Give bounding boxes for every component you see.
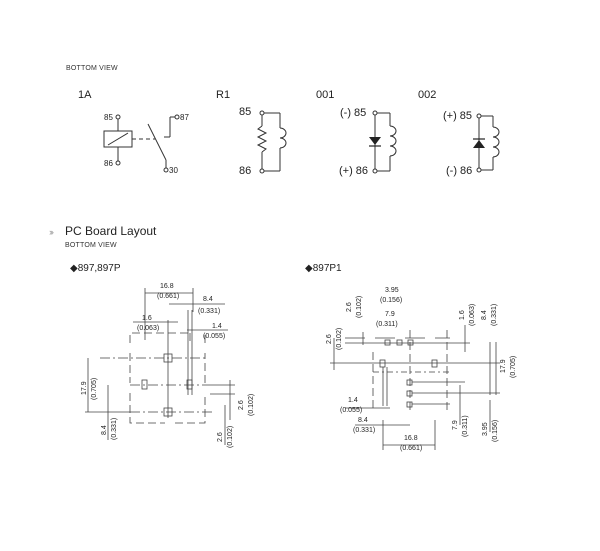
wiring-caption: BOTTOM VIEW xyxy=(66,65,118,72)
svg-text:2.6: 2.6 xyxy=(326,334,333,344)
svg-text:(0.331): (0.331) xyxy=(353,427,375,434)
svg-text:(0.331): (0.331) xyxy=(111,418,118,440)
svg-text:(0.661): (0.661) xyxy=(157,293,179,300)
svg-text:17.9: 17.9 xyxy=(500,359,507,373)
svg-text:7.9: 7.9 xyxy=(452,420,459,430)
svg-text:8.4: 8.4 xyxy=(203,296,213,303)
svg-text:3.95: 3.95 xyxy=(385,287,399,294)
pin-001-85: (-) 85 xyxy=(340,107,367,119)
svg-text:1.6: 1.6 xyxy=(142,315,152,322)
svg-text:(0.705): (0.705) xyxy=(91,378,98,400)
svg-text:1.4: 1.4 xyxy=(212,323,222,330)
pin-1a-30: 30 xyxy=(169,166,178,175)
diagram-label-001: 001 xyxy=(316,89,335,101)
001-schematic xyxy=(372,110,397,174)
svg-text:(0.063): (0.063) xyxy=(469,304,476,326)
pin-002-85: (+) 85 xyxy=(443,110,473,122)
pin-1a-87: 87 xyxy=(180,113,189,122)
right-layout-outline xyxy=(330,325,500,450)
svg-text:3.95: 3.95 xyxy=(482,422,489,436)
pin-1a-85: 85 xyxy=(104,113,113,122)
svg-text:(0.102): (0.102) xyxy=(227,426,234,448)
svg-text:8.4: 8.4 xyxy=(481,310,488,320)
diagram-label-1a: 1A xyxy=(78,89,92,101)
svg-text:8.4: 8.4 xyxy=(101,425,108,435)
svg-text:(0.331): (0.331) xyxy=(198,308,220,315)
svg-text:(0.102): (0.102) xyxy=(356,296,363,318)
diode-002-icon xyxy=(473,140,485,148)
svg-text:(0.102): (0.102) xyxy=(248,394,255,416)
svg-text:2.6: 2.6 xyxy=(238,400,245,410)
svg-text:(0.055): (0.055) xyxy=(203,333,225,340)
svg-text:7.9: 7.9 xyxy=(385,311,395,318)
svg-text:2.6: 2.6 xyxy=(217,432,224,442)
002-schematic xyxy=(476,113,500,173)
svg-text:(0.156): (0.156) xyxy=(492,420,499,442)
pin-001-86: (+) 86 xyxy=(339,165,369,177)
svg-text:16.8: 16.8 xyxy=(404,435,418,442)
svg-text:1.6: 1.6 xyxy=(459,310,466,320)
pcb-caption: BOTTOM VIEW xyxy=(65,242,117,249)
svg-text:(0.311): (0.311) xyxy=(376,321,398,328)
svg-text:(0.311): (0.311) xyxy=(462,415,469,437)
pin-002-86: (-) 86 xyxy=(446,165,473,177)
left-layout-outline xyxy=(85,288,235,445)
model-right: ◆897P1 xyxy=(305,263,342,274)
r1-schematic xyxy=(256,110,287,174)
svg-text:1.4: 1.4 xyxy=(348,397,358,404)
svg-text:(0.102): (0.102) xyxy=(336,328,343,350)
svg-text:8.4: 8.4 xyxy=(358,417,368,424)
svg-text:(0.661): (0.661) xyxy=(400,445,422,452)
model-left: ◆897,897P xyxy=(70,263,121,274)
pin-1a-86: 86 xyxy=(104,159,113,168)
svg-text:(0.063): (0.063) xyxy=(137,325,159,332)
svg-text:(0.705): (0.705) xyxy=(510,356,517,378)
pin-r1-85: 85 xyxy=(239,106,252,118)
pcb-title: PC Board Layout xyxy=(65,224,157,238)
svg-text:(0.331): (0.331) xyxy=(491,304,498,326)
diode-001-icon xyxy=(369,137,381,145)
svg-text:17.9: 17.9 xyxy=(81,381,88,395)
triple-chevron-icon: ››› xyxy=(49,227,54,237)
svg-text:(0.156): (0.156) xyxy=(380,297,402,304)
relay-1a-schematic xyxy=(103,114,180,173)
svg-text:16.8: 16.8 xyxy=(160,283,174,290)
pin-r1-86: 86 xyxy=(239,165,252,177)
svg-text:(0.055): (0.055) xyxy=(340,407,362,414)
svg-text:2.6: 2.6 xyxy=(346,302,353,312)
diagram-label-002: 002 xyxy=(418,89,437,101)
diagram-label-r1: R1 xyxy=(216,89,231,101)
